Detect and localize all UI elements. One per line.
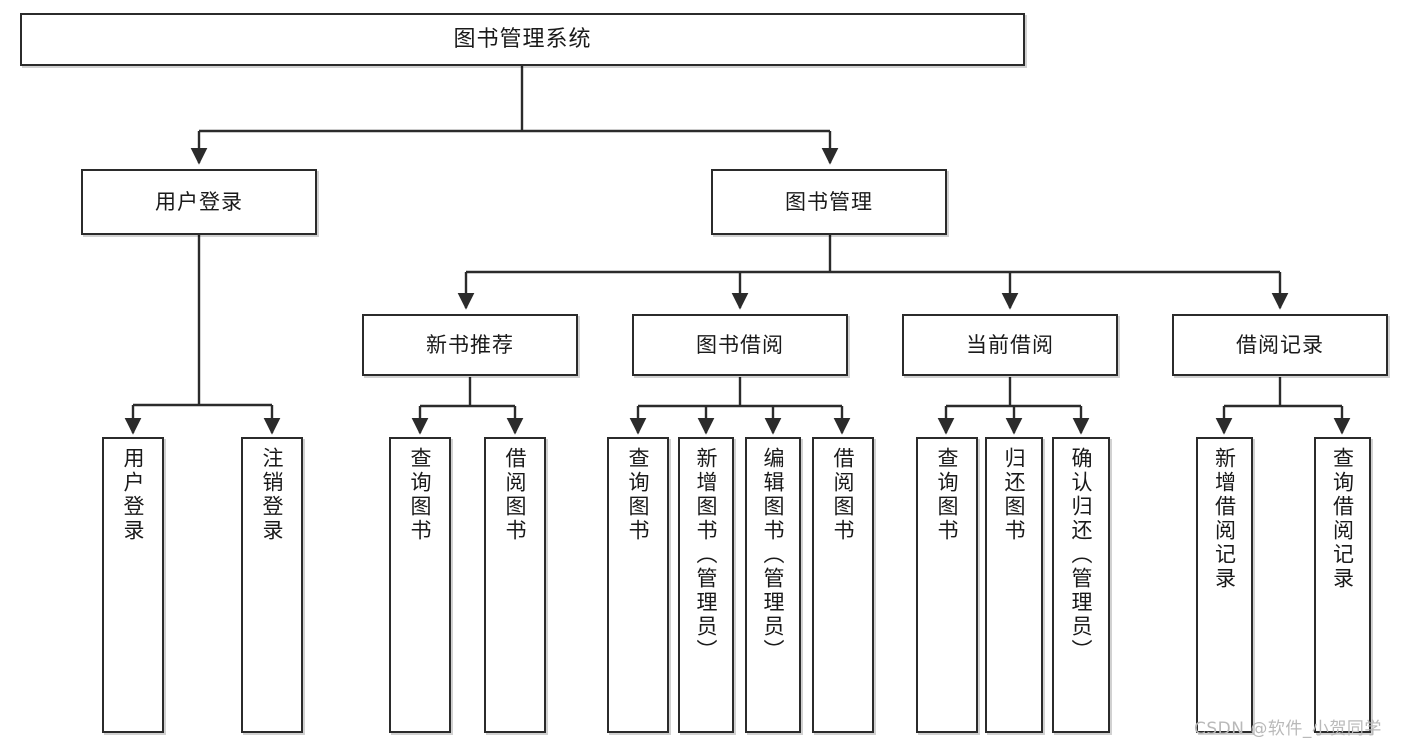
node-book-borrow-label: 图书借阅 <box>696 332 784 357</box>
node-book-borrow[interactable]: 图书借阅 <box>632 314 848 376</box>
node-leaf-edit-book-label: 编辑图书（管理员） <box>761 447 786 663</box>
node-user-login-label: 用户登录 <box>155 189 243 214</box>
node-book-manage[interactable]: 图书管理 <box>711 169 947 235</box>
node-borrow-record-label: 借阅记录 <box>1236 332 1324 357</box>
node-leaf-add-record[interactable]: 新增借阅记录 <box>1196 437 1253 733</box>
node-leaf-edit-book[interactable]: 编辑图书（管理员） <box>745 437 801 733</box>
node-leaf-confirm-return-label: 确认归还（管理员） <box>1069 447 1094 663</box>
node-leaf-borrow-book-1-label: 借阅图书 <box>503 447 528 543</box>
node-leaf-add-book-label: 新增图书（管理员） <box>694 447 719 663</box>
node-leaf-return-book-label: 归还图书 <box>1002 447 1027 543</box>
node-leaf-confirm-return[interactable]: 确认归还（管理员） <box>1052 437 1110 733</box>
node-current-borrow[interactable]: 当前借阅 <box>902 314 1118 376</box>
node-leaf-query-record[interactable]: 查询借阅记录 <box>1314 437 1371 733</box>
node-leaf-add-book[interactable]: 新增图书（管理员） <box>678 437 734 733</box>
node-leaf-borrow-book-2[interactable]: 借阅图书 <box>812 437 874 733</box>
node-leaf-add-record-label: 新增借阅记录 <box>1212 447 1237 591</box>
node-borrow-record[interactable]: 借阅记录 <box>1172 314 1388 376</box>
node-leaf-query-book-3[interactable]: 查询图书 <box>916 437 978 733</box>
node-user-login[interactable]: 用户登录 <box>81 169 317 235</box>
node-leaf-query-book-2-label: 查询图书 <box>626 447 651 543</box>
node-leaf-query-book-1-label: 查询图书 <box>408 447 433 543</box>
node-leaf-user-login-label: 用户登录 <box>121 447 146 543</box>
node-new-book-recommend[interactable]: 新书推荐 <box>362 314 578 376</box>
node-current-borrow-label: 当前借阅 <box>966 332 1054 357</box>
csdn-watermark: CSDN @软件_小贺同学 <box>1194 719 1382 739</box>
node-leaf-logout-login[interactable]: 注销登录 <box>241 437 303 733</box>
node-leaf-query-book-3-label: 查询图书 <box>935 447 960 543</box>
node-root-label: 图书管理系统 <box>453 26 592 52</box>
node-leaf-logout-login-label: 注销登录 <box>260 447 285 543</box>
node-leaf-borrow-book-1[interactable]: 借阅图书 <box>484 437 546 733</box>
node-root[interactable]: 图书管理系统 <box>20 13 1025 66</box>
node-leaf-borrow-book-2-label: 借阅图书 <box>831 447 856 543</box>
node-new-book-recommend-label: 新书推荐 <box>426 332 514 357</box>
node-leaf-query-record-label: 查询借阅记录 <box>1330 447 1355 591</box>
node-book-manage-label: 图书管理 <box>785 189 873 214</box>
node-leaf-query-book-1[interactable]: 查询图书 <box>389 437 451 733</box>
node-leaf-user-login[interactable]: 用户登录 <box>102 437 164 733</box>
node-leaf-return-book[interactable]: 归还图书 <box>985 437 1043 733</box>
node-leaf-query-book-2[interactable]: 查询图书 <box>607 437 669 733</box>
